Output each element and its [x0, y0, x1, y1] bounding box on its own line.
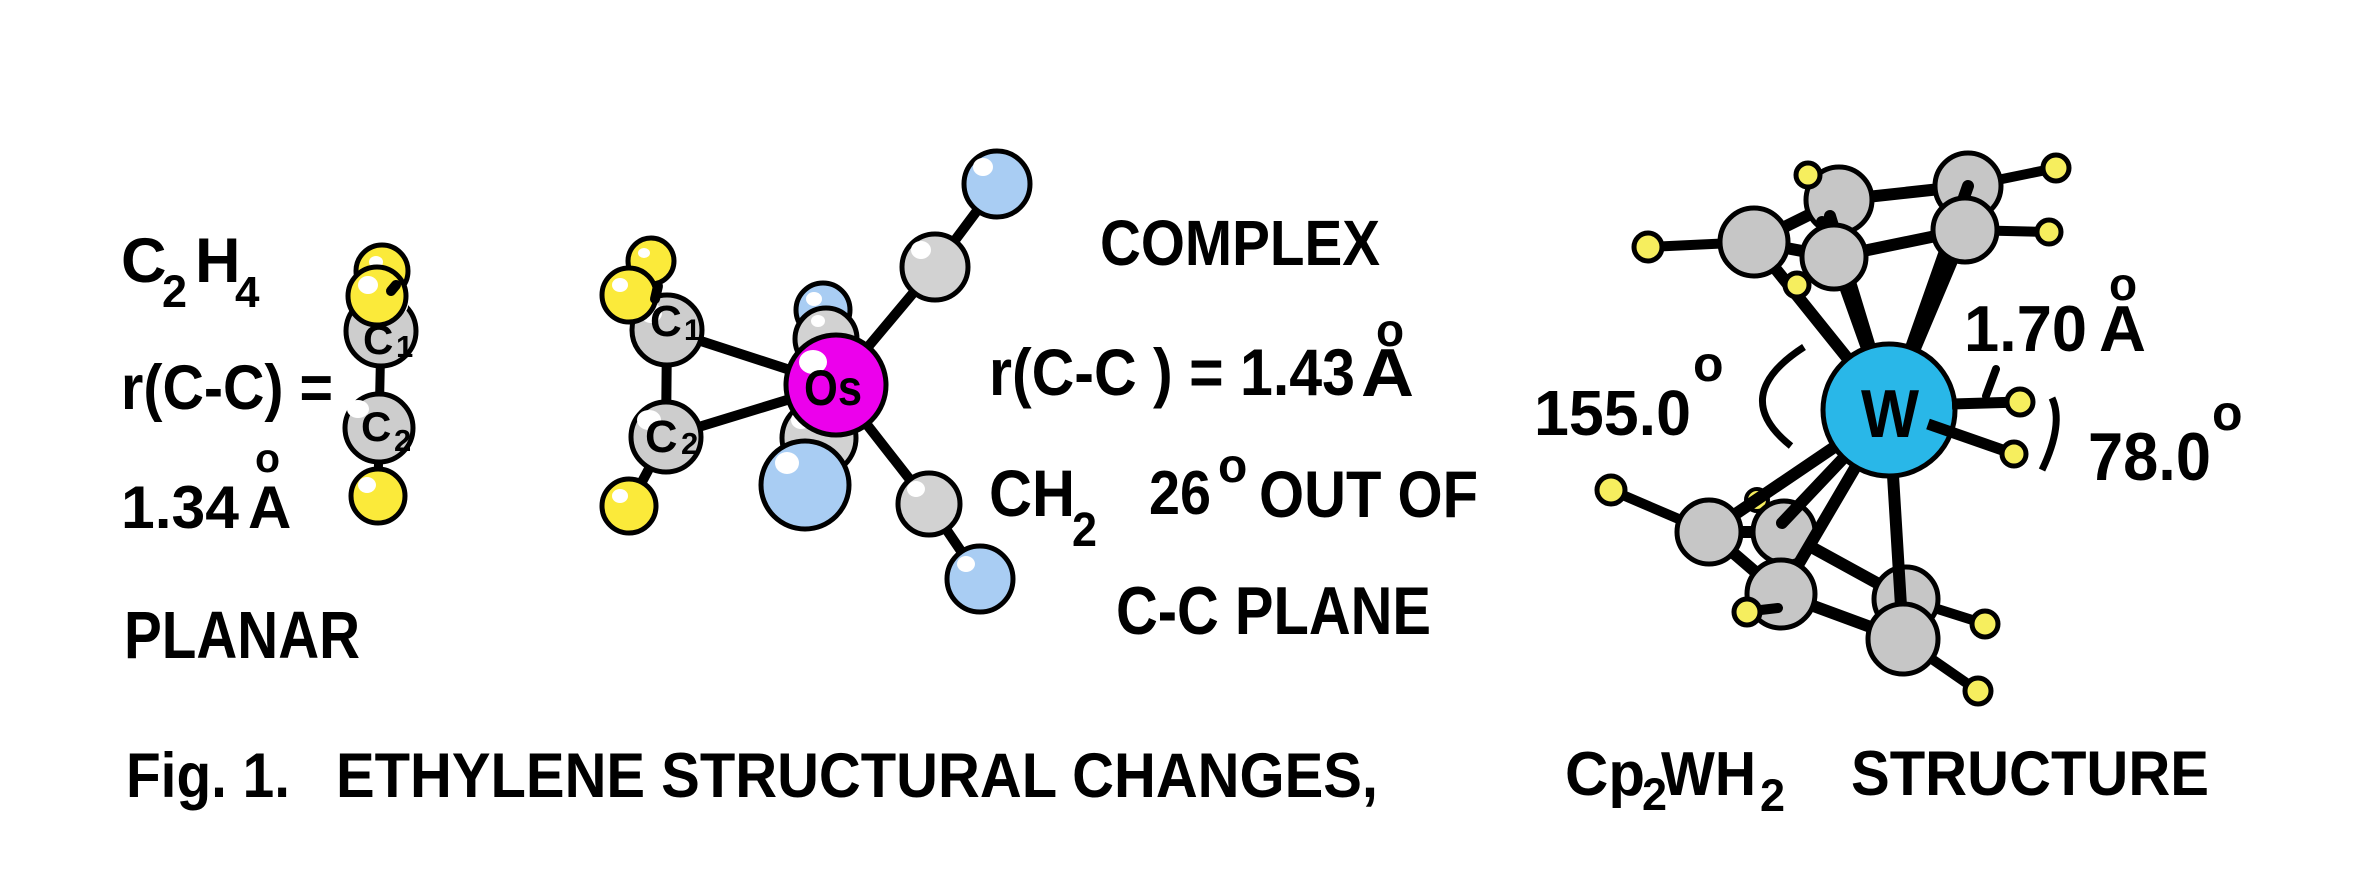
svg-text:1: 1: [396, 329, 413, 364]
svg-text:W: W: [1861, 376, 1920, 452]
svg-text:o: o: [255, 435, 280, 481]
svg-text:COMPLEX: COMPLEX: [1100, 207, 1380, 279]
svg-text:r(C-C ) = 1.43: r(C-C ) = 1.43: [989, 335, 1355, 409]
svg-text:1: 1: [684, 314, 701, 347]
svg-text:A: A: [2099, 292, 2146, 365]
svg-text:A: A: [248, 474, 291, 541]
svg-text:PLANAR: PLANAR: [124, 598, 360, 673]
svg-text:OUT OF: OUT OF: [1259, 457, 1478, 531]
svg-text:C: C: [121, 226, 167, 296]
svg-text:o: o: [1218, 440, 1247, 493]
svg-text:2: 2: [1072, 504, 1097, 557]
svg-text:Fig. 1.: Fig. 1.: [126, 741, 290, 811]
svg-text:ETHYLENE STRUCTURAL CHANGES,: ETHYLENE STRUCTURAL CHANGES,: [336, 741, 1378, 811]
svg-text:2: 2: [394, 423, 411, 458]
svg-text:STRUCTURE: STRUCTURE: [1851, 739, 2209, 809]
svg-text:4: 4: [235, 268, 260, 317]
svg-text:2: 2: [1642, 769, 1667, 820]
svg-text:C-C PLANE: C-C PLANE: [1116, 573, 1431, 649]
svg-text:o: o: [1376, 304, 1404, 356]
svg-text:C: C: [363, 316, 393, 363]
svg-text:C: C: [645, 411, 678, 462]
svg-text:o: o: [1693, 336, 1724, 392]
svg-text:o: o: [2109, 258, 2137, 310]
svg-text:Cp: Cp: [1565, 740, 1645, 809]
svg-text:1.70: 1.70: [1964, 292, 2087, 365]
svg-text:C: C: [650, 297, 682, 346]
svg-text:155.0: 155.0: [1534, 377, 1691, 449]
svg-text:CH: CH: [989, 456, 1075, 530]
svg-text:2: 2: [1760, 770, 1785, 821]
svg-text:26: 26: [1149, 459, 1211, 528]
svg-text:Os: Os: [804, 360, 862, 416]
svg-text:2: 2: [681, 426, 698, 461]
svg-text:WH: WH: [1661, 740, 1756, 809]
svg-text:A: A: [1361, 335, 1414, 411]
svg-text:2: 2: [162, 266, 187, 317]
svg-text:o: o: [2212, 385, 2243, 441]
svg-text:C: C: [361, 403, 391, 450]
svg-text:1.34: 1.34: [121, 474, 240, 541]
svg-text:r(C-C) =: r(C-C) =: [121, 353, 333, 423]
svg-text:78.0: 78.0: [2088, 419, 2211, 495]
svg-text:H: H: [195, 226, 241, 296]
